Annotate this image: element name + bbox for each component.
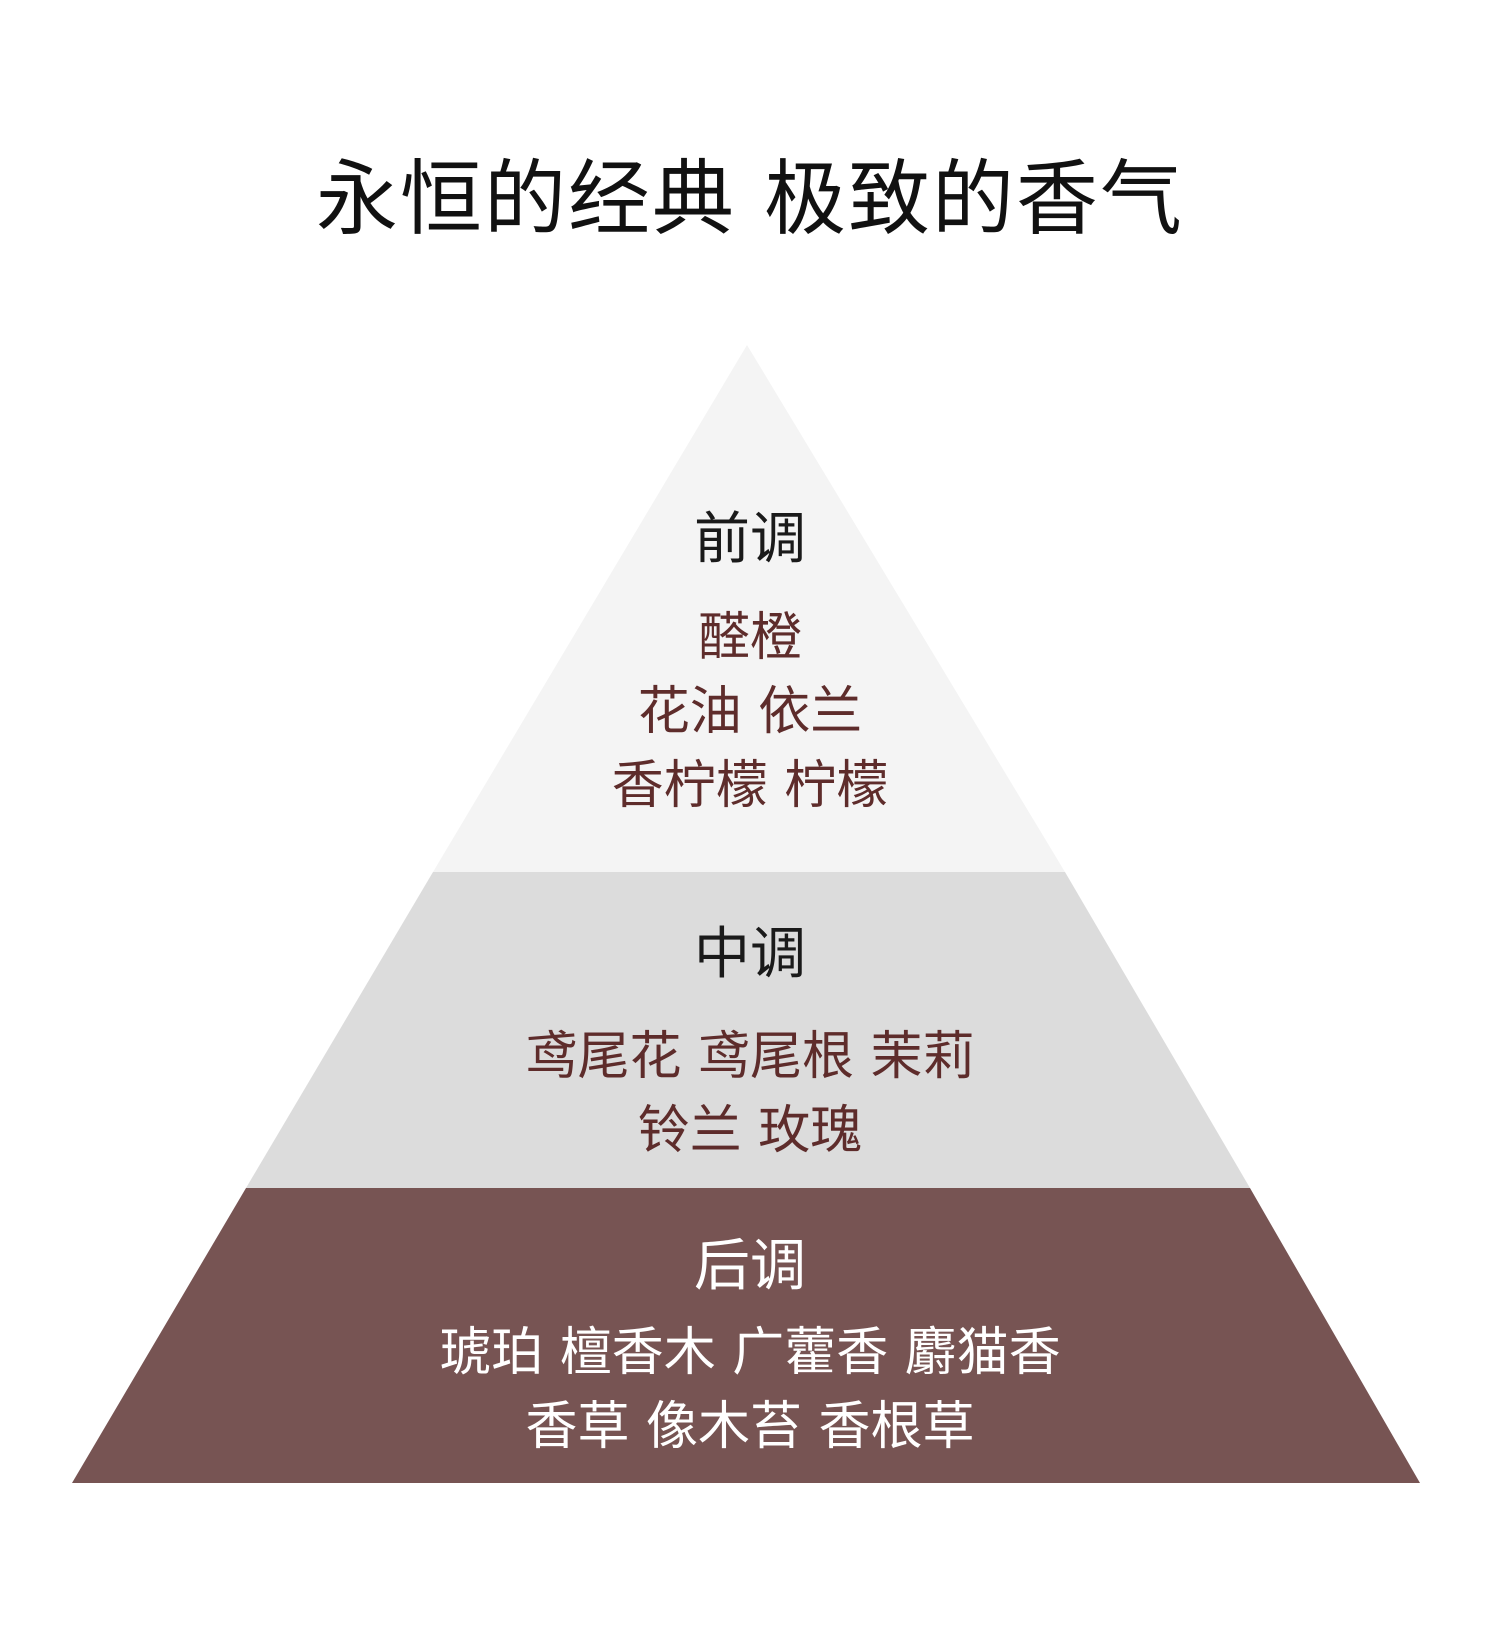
middle-tier-shape	[246, 872, 1250, 1188]
base-notes-heading: 后调	[694, 1234, 806, 1299]
base-notes-group: 后调 琥珀 檀香木 广藿香 麝猫香 香草 像木苔 香根草	[0, 1232, 1500, 1464]
middle-notes-group: 中调 鸢尾花 鸢尾根 茉莉 铃兰 玫瑰	[0, 920, 1500, 1168]
base-tier-shape	[72, 1188, 1420, 1483]
middle-note-line: 鸢尾花 鸢尾根 茉莉	[525, 1027, 975, 1087]
base-note-line: 琥珀 檀香木 广藿香 麝猫香	[439, 1323, 1061, 1383]
middle-notes-heading: 中调	[694, 922, 806, 987]
page-title: 永恒的经典 极致的香气	[315, 152, 1185, 247]
top-notes-list: 醛橙 花油 依兰 香柠檬 柠檬	[0, 601, 1500, 823]
base-note-line: 香草 像木苔 香根草	[525, 1397, 975, 1457]
top-note-line: 香柠檬 柠檬	[611, 756, 889, 816]
top-note-line: 醛橙	[697, 608, 802, 668]
middle-note-line: 铃兰 玫瑰	[637, 1101, 863, 1161]
base-notes-list: 琥珀 檀香木 广藿香 麝猫香 香草 像木苔 香根草	[0, 1316, 1500, 1464]
top-note-line: 花油 依兰	[637, 682, 863, 742]
middle-notes-list: 鸢尾花 鸢尾根 茉莉 铃兰 玫瑰	[0, 1020, 1500, 1168]
top-notes-heading: 前调	[694, 507, 806, 572]
top-tier-shape	[433, 345, 1065, 872]
top-notes-group: 前调 醛橙 花油 依兰 香柠檬 柠檬	[0, 505, 1500, 823]
